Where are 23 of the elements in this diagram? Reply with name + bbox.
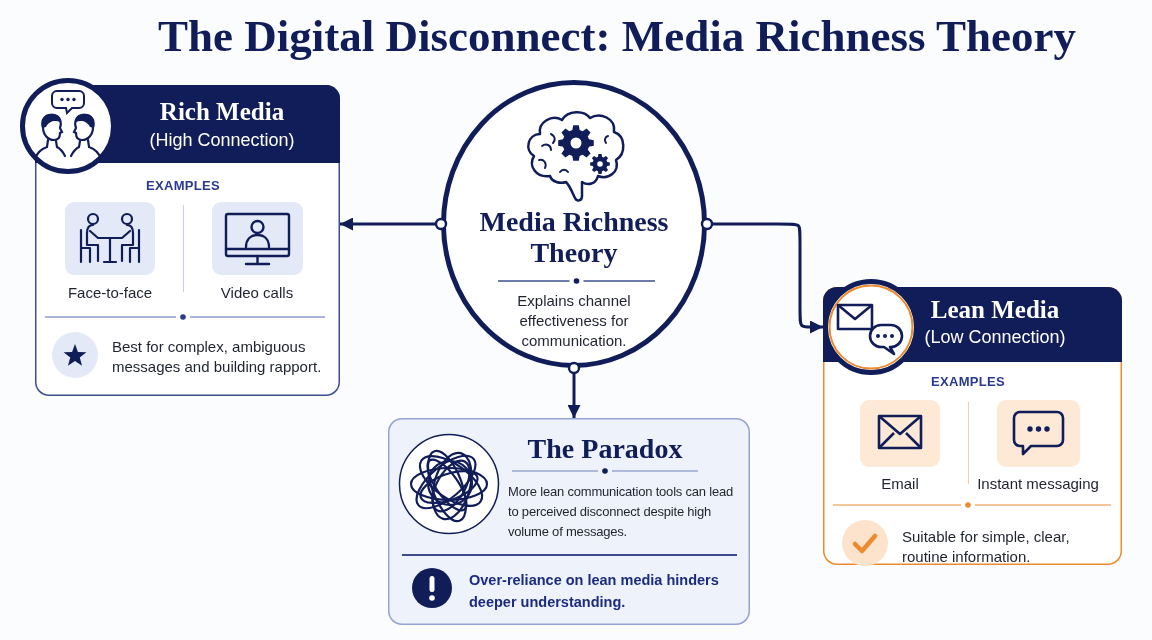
paradox-card [388,418,750,625]
paradox-title: The Paradox [527,433,683,465]
card-subtitle: (High Connection) [149,129,295,151]
diagram-title: The Digital Disconnect: Media Richness Theory [158,10,1076,62]
card-title: Rich Media [159,98,285,126]
example-label: Face-to-face [67,284,153,302]
arrow [567,361,581,418]
example-label: Video calls [220,284,294,302]
card-title: Lean Media [930,296,1060,324]
theory-circle [441,80,707,368]
section-label: EXAMPLES [931,374,1005,390]
example-label: Instant messaging [977,475,1099,493]
arrow [340,217,448,231]
description-text: Suitable for simple, clear, routine information. [902,527,1071,567]
arrow [700,217,823,334]
section-label: EXAMPLES [146,178,220,194]
example-label: Email [881,475,919,493]
theory-description: Explains channel effectiveness for communication. [516,291,632,351]
warning-text: Over-reliance on lean media hinders deeper understanding. [469,571,720,612]
description-text: Best for complex, ambiguous messages and building rapport. [112,337,323,377]
theory-title: Media Richness Theory [478,206,670,268]
card-subtitle: (Low Connection) [924,326,1066,348]
paradox-description: More lean communication tools can lead to perceived disconnect despite high volume of messages. [508,483,735,541]
